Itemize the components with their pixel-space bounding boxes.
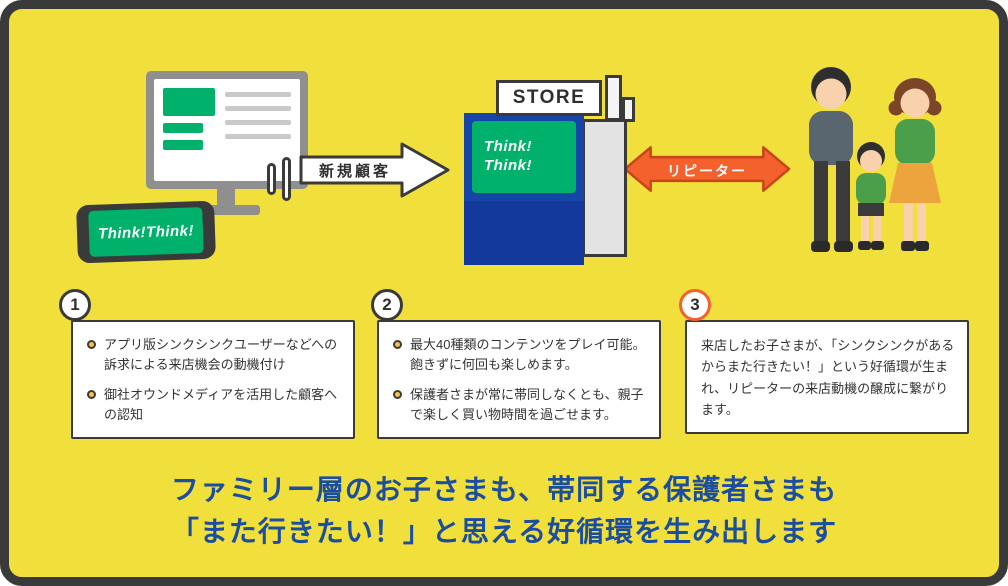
store-sign-post (622, 97, 635, 122)
step-1-bullet-2-text: 御社オウンドメディアを活用した顧客への認知 (104, 387, 338, 423)
monitor-screen (154, 79, 300, 181)
step-2-bullet-1-text: 最大40種類のコンテンツをプレイ可能。飽きずに何回も楽しめます。 (410, 337, 646, 373)
step-2-card: 最大40種類のコンテンツをプレイ可能。飽きずに何回も楽しめます。 保護者さまが常… (377, 320, 661, 439)
step-1-bullet-1-text: アプリ版シンクシンクユーザーなどへの訴求による来店機会の動機付け (104, 337, 338, 373)
kiosk-base (464, 201, 584, 265)
step-2-number: 2 (371, 289, 403, 321)
arrow-tail-notch (267, 163, 276, 195)
monitor-stand (217, 189, 235, 206)
monitor-illustration (146, 71, 308, 189)
webpage-mock-block (163, 123, 203, 133)
smartphone-illustration: Think!Think! (76, 200, 216, 264)
bullet-dot-icon (87, 390, 96, 400)
webpage-mock-text-lines (225, 88, 291, 172)
family-illustration (809, 67, 942, 252)
webpage-mock-line (225, 120, 291, 125)
child-figure (856, 142, 886, 250)
arrow-tail-notch (282, 157, 291, 201)
new-customers-arrow-label: 新規顧客 (318, 163, 391, 180)
webpage-mock-line (225, 106, 291, 111)
webpage-mock-block (163, 88, 215, 116)
bullet-dot-icon (393, 340, 402, 349)
headline-line2: 「また行きたい！」と思える好循環を生み出します (170, 516, 838, 547)
step-1-number: 1 (59, 289, 91, 321)
thinkthink-logo: Think!Think! (97, 221, 195, 243)
step-1-number-label: 1 (70, 295, 80, 314)
kiosk-illustration: Think! Think! (464, 113, 584, 201)
repeater-arrow (623, 146, 791, 192)
repeater-arrow-label: リピーター (667, 163, 747, 179)
step-3-number-label: 3 (690, 295, 700, 314)
step-1-bullet-1: アプリ版シンクシンクユーザーなどへの訴求による来店機会の動機付け (87, 335, 341, 375)
step-1-card: アプリ版シンクシンクユーザーなどへの訴求による来店機会の動機付け 御社オウンドメ… (71, 320, 355, 439)
webpage-mock-line (225, 134, 291, 139)
webpage-mock-block (163, 140, 203, 150)
step-3-card: 来店したお子さまが、「シンクシンクがあるからまた行きたい！」という好循環が生まれ… (685, 320, 969, 434)
headline: ファミリー層のお子さまも、帯同する保護者さまも 「また行きたい！」と思える好循環… (9, 469, 999, 553)
store-sign: STORE (496, 80, 602, 116)
monitor-base (192, 205, 260, 215)
bullet-dot-icon (393, 390, 402, 400)
store-sign-post (605, 75, 622, 121)
step-3-text: 来店したお子さまが、「シンクシンクがあるからまた行きたい！」という好循環が生まれ… (701, 338, 955, 418)
bullet-dot-icon (87, 340, 96, 349)
step-3-number: 3 (679, 289, 711, 321)
smartphone-screen: Think!Think! (88, 207, 204, 257)
step-1-bullet-2: 御社オウンドメディアを活用した顧客への認知 (87, 385, 341, 425)
mother-figure (888, 78, 942, 251)
new-customers-arrow (299, 142, 450, 198)
step-2-number-label: 2 (382, 295, 392, 314)
webpage-mock-line (225, 92, 291, 97)
step-2-bullet-1: 最大40種類のコンテンツをプレイ可能。飽きずに何回も楽しめます。 (393, 335, 647, 375)
step-2-bullet-2-text: 保護者さまが常に帯同しなくとも、親子で楽しく買い物時間を過ごせます。 (410, 387, 644, 423)
headline-line1: ファミリー層のお子さまも、帯同する保護者さまも (170, 474, 838, 505)
kiosk-side-panel (582, 119, 627, 257)
kiosk-logo-line1: Think! (484, 138, 532, 156)
step-2-bullet-2: 保護者さまが常に帯同しなくとも、親子で楽しく買い物時間を過ごせます。 (393, 385, 647, 425)
kiosk-logo-line2: Think! (484, 157, 532, 174)
store-sign-label: STORE (512, 87, 586, 108)
kiosk-screen: Think! Think! (472, 121, 576, 193)
webpage-mock-menu (163, 88, 215, 172)
father-figure (809, 67, 853, 252)
